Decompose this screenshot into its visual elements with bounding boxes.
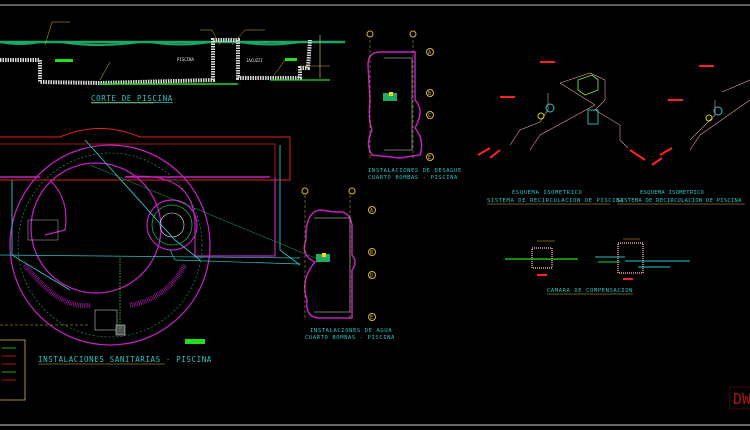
isometric-1-title-2: SISTEMA DE RECIRCULACION DE PISCINA bbox=[487, 198, 624, 204]
grid-bubble-d-2: D bbox=[370, 273, 373, 279]
pool-plan bbox=[0, 128, 321, 346]
water-room-plan bbox=[301, 187, 376, 321]
jacuzzi-label: JACUZZI bbox=[246, 58, 263, 63]
isometric-1-title-1: ESQUEMA ISOMETRICO bbox=[512, 190, 582, 196]
grid-bubble-b: B bbox=[428, 91, 431, 97]
plan-title: INSTALACIONES SANITARIAS - PISCINA bbox=[38, 355, 212, 364]
isometric-2-title-2: SISTEMA DE RECIRCULACION DE PISCINA bbox=[617, 198, 742, 204]
watermark-logo: DWG bbox=[733, 390, 750, 408]
grid-bubble-b-2: B bbox=[370, 250, 373, 256]
drain-room-title-2: CUARTO BOMBAS - PISCINA bbox=[368, 175, 458, 181]
pool-section: PISCINA JACUZZI bbox=[0, 21, 345, 86]
isometric-2-title-1: ESQUEMA ISOMETRICO bbox=[640, 190, 704, 196]
grid-bubble-a: A bbox=[428, 50, 431, 56]
compensation-chamber bbox=[505, 238, 690, 280]
water-room-title-1: INSTALACIONES DE AGUA bbox=[310, 328, 392, 334]
compensation-chamber-title: CAMARA DE COMPENSACION bbox=[547, 288, 633, 294]
section-title: CORTE DE PISCINA bbox=[91, 94, 173, 103]
pool-wall bbox=[0, 38, 312, 86]
drain-room-plan bbox=[366, 30, 434, 161]
grid-bubble-e-2: E bbox=[370, 315, 373, 321]
isometric-diagram-2 bbox=[651, 65, 750, 166]
grid-bubble-a-2: A bbox=[370, 208, 373, 214]
grid-bubble-c: C bbox=[428, 113, 431, 119]
grid-bubble-e: E bbox=[428, 155, 431, 161]
isometric-diagram-1 bbox=[477, 61, 646, 161]
drain-room-title-1: INSTALACIONES DE DESAGUE bbox=[368, 168, 462, 174]
pool-label: PISCINA bbox=[177, 57, 194, 62]
watermark-logo-box bbox=[729, 386, 750, 410]
legend-box bbox=[0, 339, 26, 401]
water-room-title-2: CUARTO BOMBAS - PISCINA bbox=[305, 335, 395, 341]
